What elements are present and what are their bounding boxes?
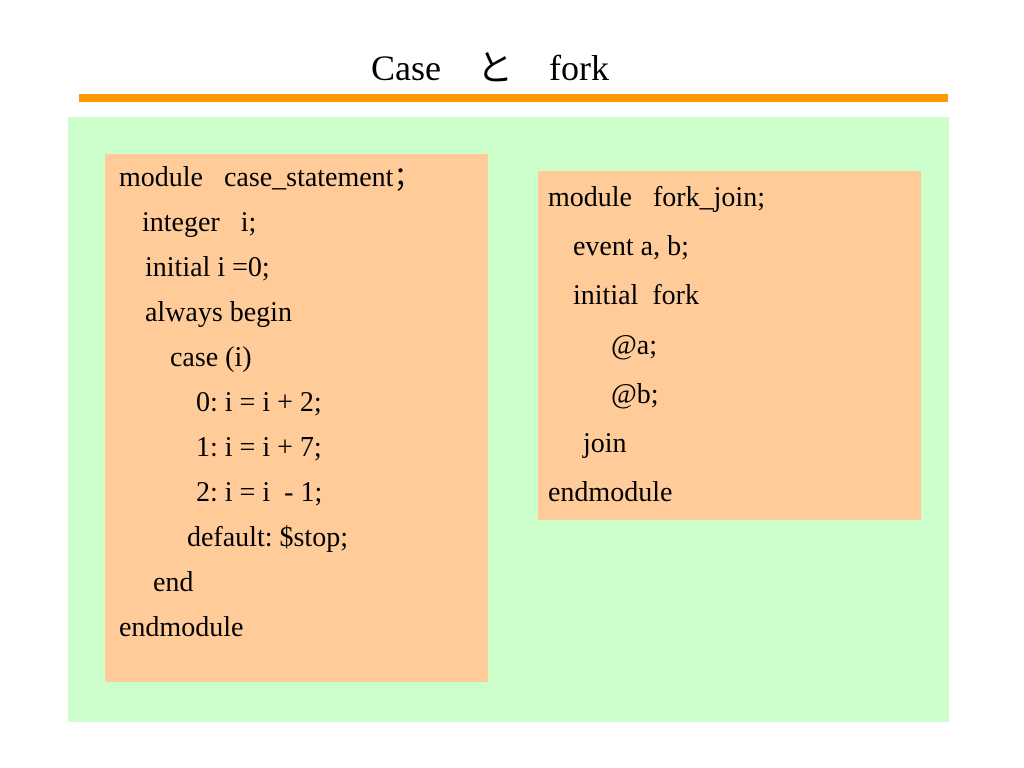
code-line: case (i) xyxy=(170,342,252,373)
code-line: endmodule xyxy=(548,477,673,508)
fork-code-box: module fork_join; event a, b; initial fo… xyxy=(538,171,921,520)
code-line: @b; xyxy=(611,379,659,410)
title-underline xyxy=(79,94,948,102)
code-line: 2: i = i - 1; xyxy=(196,477,323,508)
case-code-box: module case_statement； integer i; initia… xyxy=(105,154,488,682)
code-line: event a, b; xyxy=(573,231,689,262)
code-line: always begin xyxy=(145,297,292,328)
code-line: join xyxy=(583,428,627,459)
code-line: endmodule xyxy=(119,612,244,643)
code-line: 1: i = i + 7; xyxy=(196,432,322,463)
code-line: initial fork xyxy=(573,280,699,311)
code-line: @a; xyxy=(611,330,657,361)
code-line: module fork_join; xyxy=(548,182,765,213)
code-line: module case_statement； xyxy=(119,162,422,193)
code-line: initial i =0; xyxy=(145,252,270,283)
slide-title: Case と fork xyxy=(371,48,609,88)
code-line: 0: i = i + 2; xyxy=(196,387,322,418)
code-line: default: $stop; xyxy=(187,522,348,553)
code-line: end xyxy=(153,567,194,598)
code-line: integer i; xyxy=(142,207,257,238)
